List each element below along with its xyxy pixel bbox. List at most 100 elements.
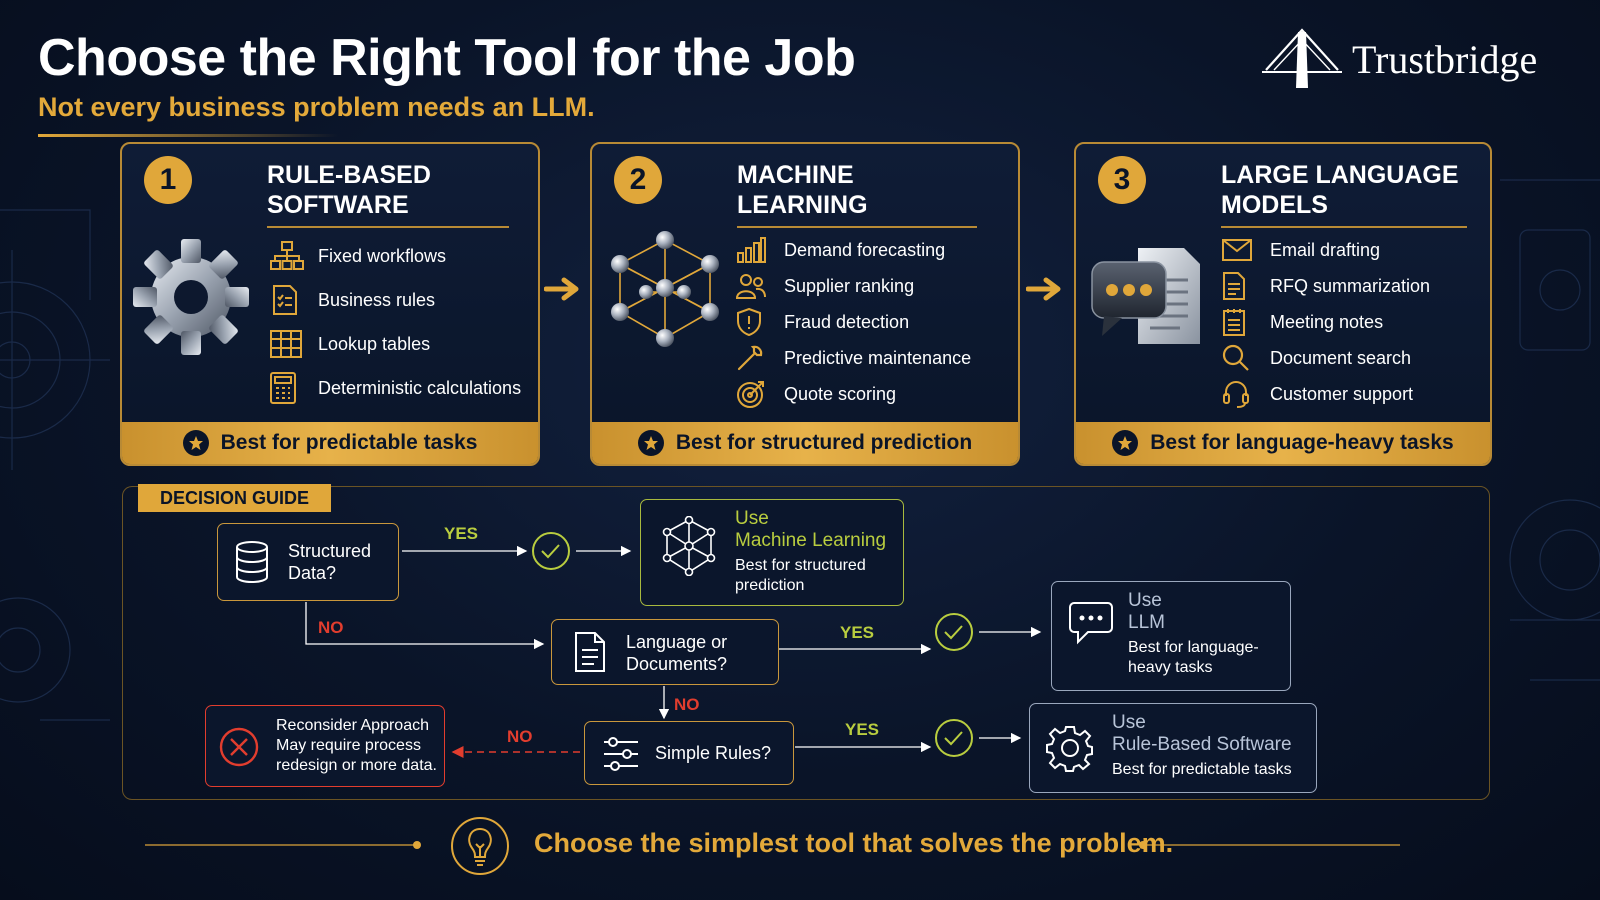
list-item: Customer support bbox=[1222, 376, 1430, 412]
star-icon bbox=[1112, 430, 1139, 456]
database-icon bbox=[236, 541, 268, 584]
sliders-icon bbox=[604, 737, 638, 771]
no-label: NO bbox=[318, 618, 344, 637]
card-title: LARGE LANGUAGE MODELS bbox=[1221, 161, 1459, 219]
network-icon bbox=[611, 231, 719, 347]
document-icon bbox=[1222, 270, 1262, 302]
card-machine-learning: 2 MACHINE LEARNING Demand forecasting Su… bbox=[590, 142, 1020, 466]
result-rule-based: Use Rule-Based Software Best for predict… bbox=[1029, 703, 1317, 793]
list-item: Fixed workflows bbox=[270, 234, 521, 278]
footer-tagline: Choose the simplest tool that solves the… bbox=[534, 828, 1174, 858]
lightbulb-icon bbox=[451, 817, 509, 875]
card-title: MACHINE LEARNING bbox=[737, 161, 868, 219]
arrow-right-icon bbox=[1025, 276, 1066, 307]
decision-guide-panel bbox=[122, 486, 1490, 800]
card-footer-label: Best for structured prediction bbox=[675, 431, 973, 454]
list-item: Supplier ranking bbox=[736, 268, 971, 304]
card-divider bbox=[267, 226, 509, 228]
page-subtitle: Not every business problem needs an LLM. bbox=[38, 92, 595, 122]
card-footer-label: Best for predictable tasks bbox=[220, 431, 478, 454]
no-label: NO bbox=[507, 727, 533, 746]
document-icon bbox=[575, 632, 605, 672]
item-label: RFQ summarization bbox=[1270, 275, 1431, 296]
bridge-logo-icon bbox=[1262, 28, 1342, 88]
item-label: Quote scoring bbox=[784, 383, 897, 404]
decision-guide-tag: DECISION GUIDE bbox=[138, 484, 332, 512]
org-chart-icon bbox=[270, 240, 310, 272]
table-icon bbox=[270, 328, 310, 360]
result-name: Rule-Based Software bbox=[1112, 734, 1292, 755]
arrow-right-icon bbox=[543, 276, 584, 307]
card-footer: Best for structured prediction bbox=[592, 422, 1018, 464]
item-label: Predictive maintenance bbox=[784, 347, 972, 368]
item-label: Fraud detection bbox=[784, 311, 910, 332]
question-text: Simple Rules? bbox=[655, 743, 772, 763]
list-item: Meeting notes bbox=[1222, 304, 1430, 340]
list-item: RFQ summarization bbox=[1222, 268, 1430, 304]
gear-icon bbox=[1046, 726, 1093, 772]
item-label: Document search bbox=[1270, 347, 1412, 368]
item-label: Fixed workflows bbox=[318, 245, 447, 266]
search-icon bbox=[1222, 342, 1262, 374]
close-circle-icon bbox=[219, 727, 259, 767]
question-text: Language or Documents? bbox=[626, 632, 728, 674]
result-reconsider: Reconsider Approach May require process … bbox=[205, 705, 445, 787]
subtitle-underline bbox=[38, 134, 338, 137]
chat-bubble-icon bbox=[1069, 602, 1113, 645]
question-language: Language or Documents? bbox=[551, 619, 779, 685]
list-item: Document search bbox=[1222, 340, 1430, 376]
result-desc: Best for language- heavy tasks bbox=[1128, 639, 1259, 676]
result-desc: May require process redesign or more dat… bbox=[276, 737, 437, 774]
notepad-icon bbox=[1222, 306, 1262, 338]
gear-icon bbox=[133, 239, 249, 355]
question-simple-rules: Simple Rules? bbox=[584, 721, 794, 785]
bar-chart-icon bbox=[736, 234, 776, 266]
question-text: Structured Data? bbox=[288, 541, 372, 583]
result-name: LLM bbox=[1128, 612, 1165, 633]
item-label: Deterministic calculations bbox=[318, 377, 522, 398]
star-icon bbox=[637, 430, 664, 456]
card-number: 3 bbox=[1098, 156, 1146, 204]
result-use: Use bbox=[1128, 590, 1162, 611]
brand-name: Trustbridge bbox=[1352, 37, 1538, 82]
chat-document-icon bbox=[1091, 248, 1200, 344]
item-label: Supplier ranking bbox=[784, 275, 915, 296]
result-use: Use bbox=[735, 508, 769, 529]
result-use: Use bbox=[1112, 712, 1146, 733]
card-footer: Best for language-heavy tasks bbox=[1076, 422, 1490, 464]
question-structured-data: Structured Data? bbox=[217, 523, 399, 601]
card-divider bbox=[737, 226, 977, 228]
no-label: NO bbox=[674, 695, 700, 714]
list-item: Quote scoring bbox=[736, 376, 971, 412]
item-label: Demand forecasting bbox=[784, 239, 946, 260]
item-label: Meeting notes bbox=[1270, 311, 1384, 332]
shield-icon bbox=[736, 306, 776, 338]
result-desc: Best for structured prediction bbox=[735, 557, 866, 594]
list-item: Predictive maintenance bbox=[736, 340, 971, 376]
wrench-icon bbox=[736, 342, 776, 374]
item-label: Customer support bbox=[1270, 383, 1414, 404]
result-desc: Best for predictable tasks bbox=[1112, 761, 1292, 778]
list-item: Demand forecasting bbox=[736, 232, 971, 268]
network-icon bbox=[662, 516, 716, 576]
page-title: Choose the Right Tool for the Job bbox=[38, 29, 856, 87]
users-icon bbox=[736, 270, 776, 302]
calculator-icon bbox=[270, 372, 310, 404]
yes-label: YES bbox=[840, 623, 875, 642]
list-item: Email drafting bbox=[1222, 232, 1430, 268]
star-icon bbox=[182, 430, 209, 456]
card-llm: 3 LARGE LANGUAGE MODELS Email drafting R… bbox=[1074, 142, 1492, 466]
card-divider bbox=[1221, 226, 1467, 228]
list-item: Deterministic calculations bbox=[270, 366, 521, 410]
item-label: Business rules bbox=[318, 289, 436, 310]
list-item: Business rules bbox=[270, 278, 521, 322]
card-number: 2 bbox=[614, 156, 662, 204]
checklist-icon bbox=[270, 284, 310, 316]
card-number: 1 bbox=[144, 156, 192, 204]
headset-icon bbox=[1222, 378, 1262, 410]
card-rule-based: 1 RULE-BASED SOFTWARE Fixed workflows Bu… bbox=[120, 142, 540, 466]
envelope-icon bbox=[1222, 234, 1262, 266]
